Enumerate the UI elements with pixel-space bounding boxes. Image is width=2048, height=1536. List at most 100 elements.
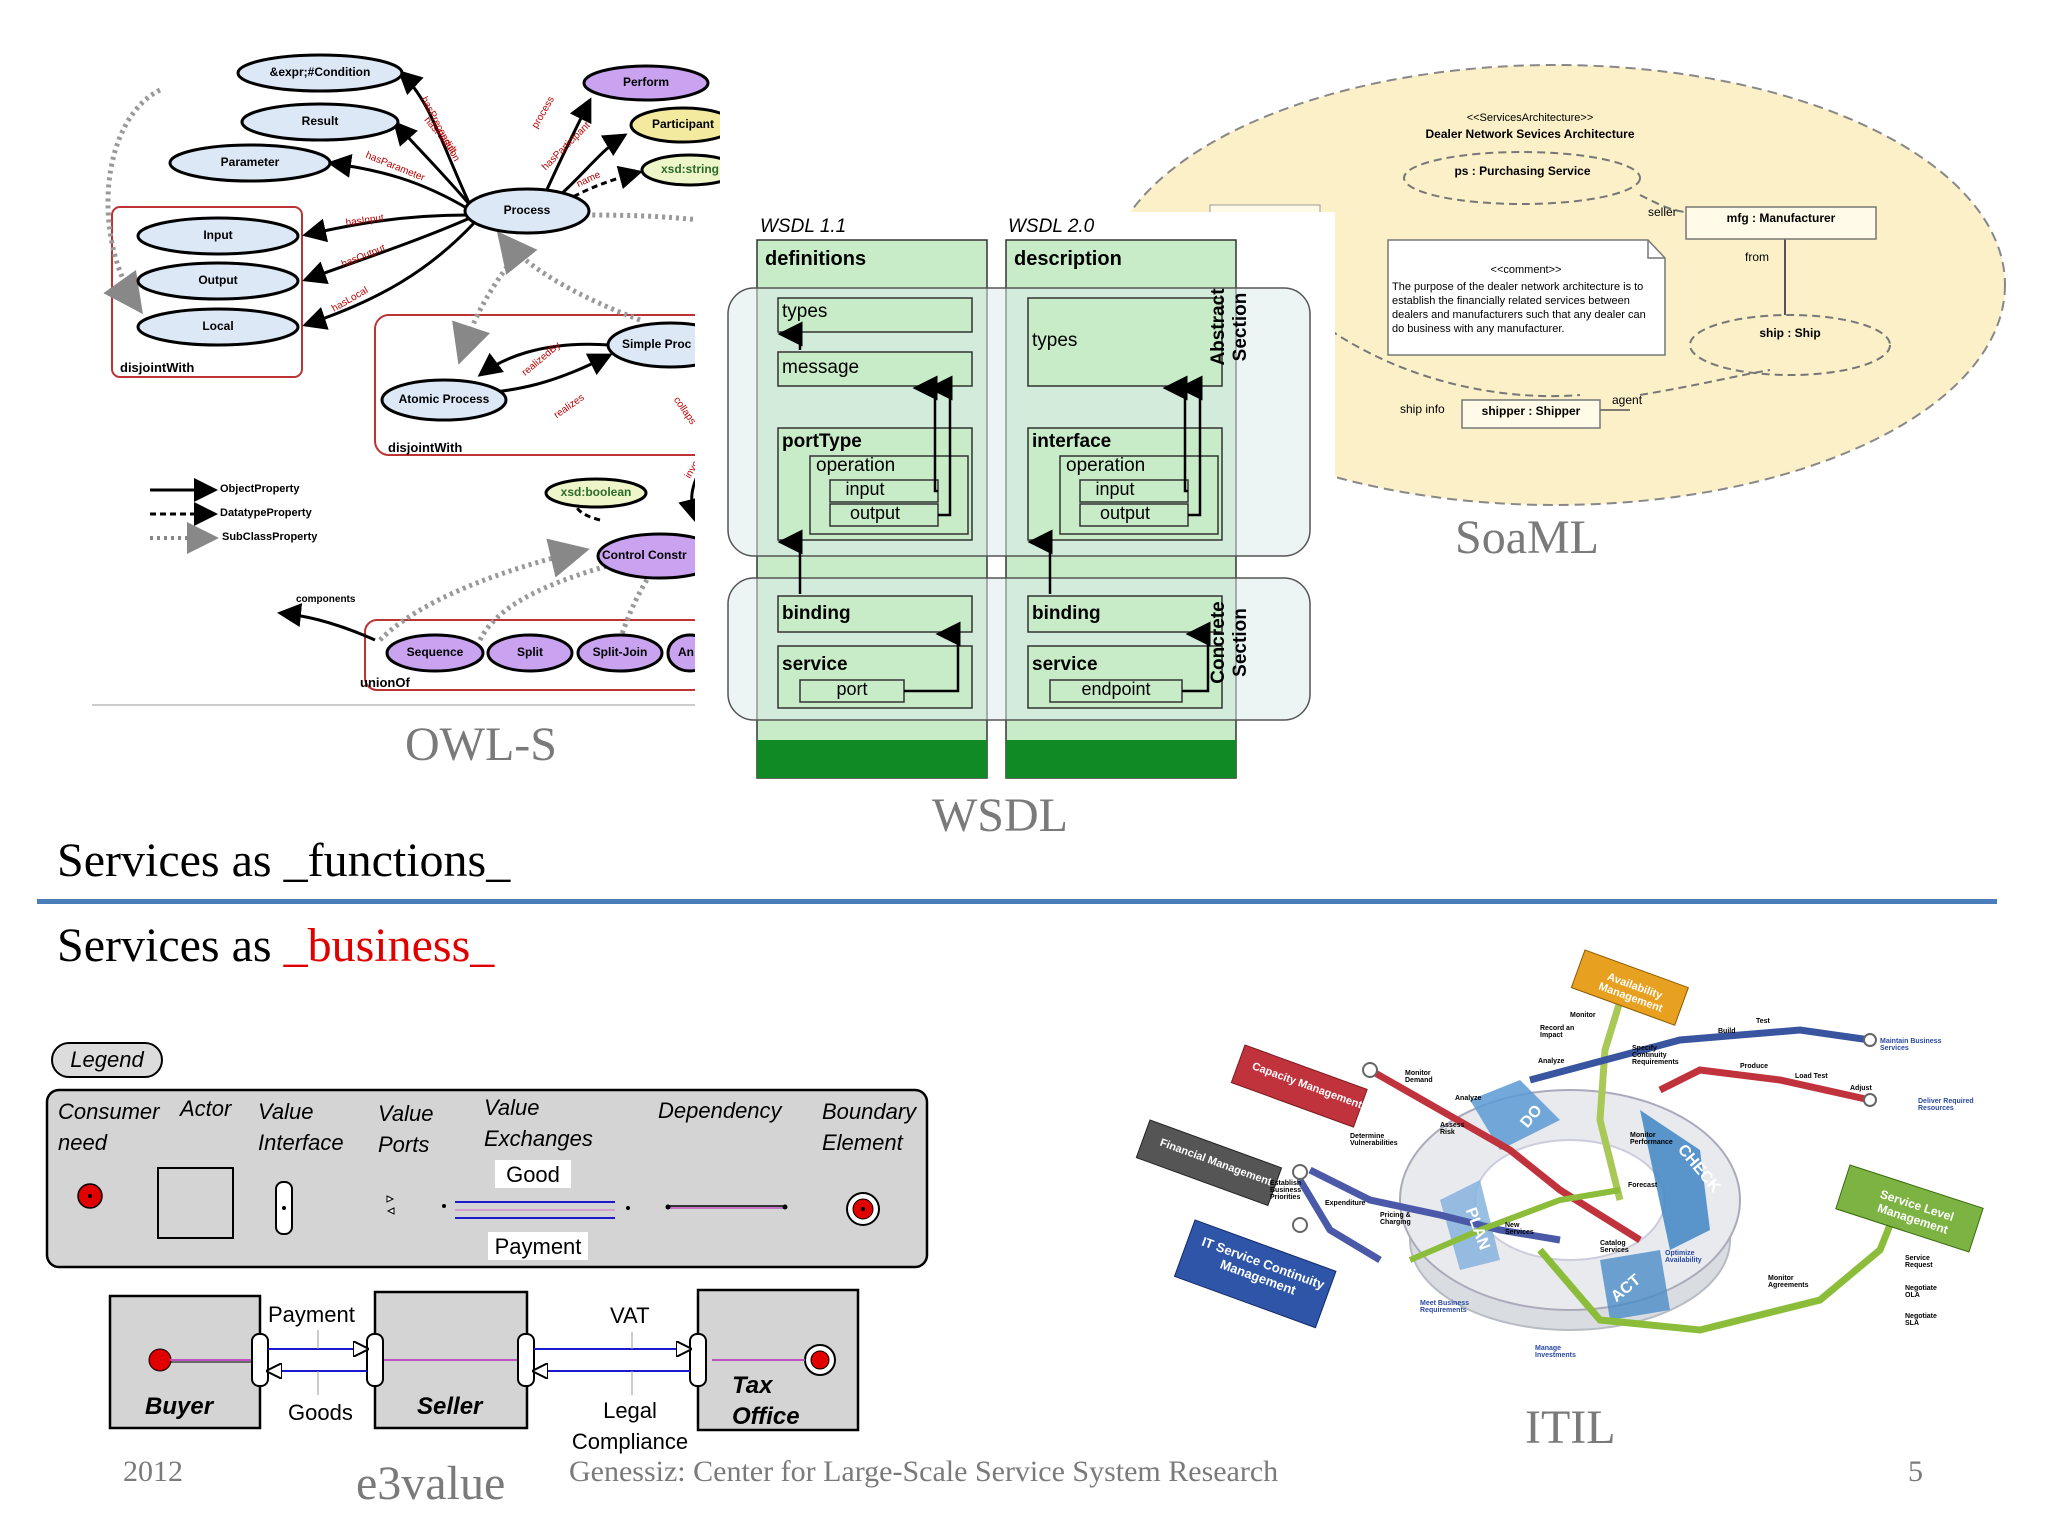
heading-business-prefix: Services as — [57, 919, 284, 972]
e3value-diagram — [45, 1042, 929, 1432]
itil-label-determine-vulnerabilities: Determine Vulnerabilities — [1350, 1133, 1398, 1147]
wsdl11-message: message — [782, 357, 860, 378]
owls-node-result: Result — [301, 114, 339, 128]
itil-label-build: Build — [1718, 1028, 1736, 1035]
e3value-exchange-vat: VAT — [610, 1303, 650, 1328]
owls-node-split: Split — [517, 645, 543, 659]
itil-label-monitor-performance: Monitor Performance — [1630, 1132, 1673, 1146]
wsdl20-types: types — [1032, 330, 1078, 351]
e3value-actor-tax-office: Tax Office — [732, 1372, 800, 1430]
owls-edge-components: components — [296, 594, 356, 605]
owls-legend-subclass-property: SubClassProperty — [222, 531, 318, 543]
owls-group-disjoint-1: disjointWith — [120, 360, 195, 375]
itil-label-service-request: Service Request — [1905, 1255, 1933, 1269]
owls-node-local: Local — [202, 319, 234, 333]
e3value-actor-seller: Seller — [417, 1393, 483, 1420]
owls-node-atomic-process: Atomic Process — [398, 392, 490, 406]
itil-label-analyze-2: Analyze — [1455, 1095, 1482, 1102]
e3value-payment: Payment — [494, 1234, 582, 1259]
footer-year: 2012 — [123, 1455, 183, 1488]
wsdl-description: description — [1014, 248, 1122, 270]
e3value-value-ports: Value Ports — [378, 1101, 434, 1157]
owls-node-xsd-string: xsd:string — [660, 162, 719, 176]
e3value-boundary-element: Boundary Element — [822, 1099, 917, 1155]
e3value-actor-buyer: Buyer — [145, 1393, 214, 1420]
owls-node-parameter: Parameter — [220, 155, 280, 169]
itil-label-assess-risk: Assess Risk — [1440, 1122, 1465, 1136]
itil-label-monitor: Monitor — [1570, 1012, 1596, 1019]
e3value-dependency: Dependency — [658, 1098, 782, 1123]
wsdl-version-11: WSDL 1.1 — [760, 216, 847, 237]
heading-business: Services as _business_ — [57, 918, 494, 973]
itil-label-establish-priorities: Establish Business Priorities — [1270, 1180, 1302, 1201]
itil-label-pricing-charging: Pricing & Charging — [1380, 1212, 1411, 1226]
footer-page-number: 5 — [1908, 1455, 1923, 1488]
e3value-consumer-need: Consumer need — [58, 1099, 160, 1155]
owls-node-control-construct: Control Constr — [602, 548, 687, 562]
wsdl20-service: service — [1032, 654, 1098, 675]
owls-node-sequence: Sequence — [406, 645, 464, 659]
caption-wsdl: WSDL — [932, 789, 1068, 842]
soaml-agent-label: agent — [1612, 393, 1643, 407]
wsdl-diagram — [727, 239, 1311, 779]
heading-business-word: _business_ — [283, 919, 495, 972]
soaml-seller-label: seller — [1648, 205, 1677, 219]
itil-label-analyze-1: Analyze — [1538, 1058, 1565, 1065]
owls-node-xsd-boolean: xsd:boolean — [560, 485, 632, 499]
e3value-good: Good — [506, 1162, 560, 1187]
itil-label-produce: Produce — [1740, 1063, 1769, 1070]
itil-label-adjust: Adjust — [1850, 1085, 1872, 1092]
owls-node-condition: &expr;#Condition — [269, 65, 371, 79]
itil-label-negotiate-sla: Negotiate SLA — [1905, 1313, 1937, 1327]
soaml-ship-info-label: ship info — [1400, 402, 1445, 416]
caption-itil: ITIL — [1525, 1401, 1616, 1454]
itil-label-expenditure: Expenditure — [1325, 1200, 1366, 1207]
itil-label-monitor-demand: Monitor Demand — [1405, 1070, 1433, 1084]
itil-label-negotiate-ola: Negotiate OLA — [1905, 1285, 1937, 1299]
wsdl20-binding: binding — [1032, 603, 1101, 624]
e3value-value-interface: Value Interface — [258, 1099, 344, 1155]
heading-functions: Services as _functions_ — [57, 833, 510, 888]
owls-node-process: Process — [503, 203, 551, 217]
e3value-value-exchanges: Value Exchanges — [484, 1095, 593, 1151]
wsdl20-operation: operation — [1066, 455, 1146, 476]
caption-soaml: SoaML — [1455, 511, 1599, 564]
wsdl20-input: input — [1095, 479, 1135, 499]
caption-e3value: e3value — [356, 1457, 506, 1510]
itil-diagram — [1135, 949, 1984, 1334]
soaml-ship: ship : Ship — [1759, 326, 1821, 340]
wsdl-definitions: definitions — [765, 248, 867, 270]
soaml-comment-text: The purpose of the dealer network archit… — [1392, 281, 1646, 335]
wsdl11-output: output — [849, 503, 901, 523]
wsdl11-operation: operation — [816, 455, 896, 476]
owls-legend-datatype-property: DatatypeProperty — [220, 507, 312, 519]
soaml-shipper: shipper : Shipper — [1481, 404, 1581, 418]
wsdl11-types: types — [782, 301, 828, 322]
owls-group-union-of: unionOf — [360, 675, 410, 690]
heading-functions-word: _functions_ — [283, 834, 511, 887]
wsdl11-input: input — [845, 479, 885, 499]
itil-label-deliver-resources: Deliver Required Resources — [1918, 1098, 1974, 1112]
owls-node-split-join: Split-Join — [592, 645, 648, 659]
itil-label-maintain-business: Maintain Business Services — [1880, 1038, 1942, 1052]
wsdl11-porttype: portType — [782, 431, 862, 452]
soaml-comment-stereotype: <<comment>> — [1490, 264, 1562, 276]
itil-label-forecast: Forecast — [1628, 1182, 1658, 1189]
owls-node-input: Input — [203, 228, 233, 242]
itil-label-new-services: New Services — [1505, 1222, 1534, 1236]
soaml-title: Dealer Network Sevices Architecture — [1425, 127, 1635, 141]
e3value-legend-title: Legend — [70, 1047, 144, 1072]
e3value-exchange-goods: Goods — [288, 1400, 353, 1425]
heading-functions-prefix: Services as — [57, 834, 284, 887]
itil-label-optimize-availability: Optimize Availability — [1665, 1250, 1702, 1264]
wsdl20-interface: interface — [1032, 431, 1112, 452]
divider-line — [37, 899, 1997, 904]
itil-label-manage-investments: Manage Investments — [1535, 1345, 1576, 1359]
wsdl11-port: port — [836, 679, 868, 699]
wsdl11-binding: binding — [782, 603, 851, 624]
wsdl20-endpoint: endpoint — [1081, 679, 1151, 699]
itil-label-load-test: Load Test — [1795, 1073, 1828, 1080]
itil-label-specify-continuity: Specify Continuity Requirements — [1632, 1045, 1679, 1066]
owls-legend-object-property: ObjectProperty — [220, 483, 300, 495]
wsdl-version-20: WSDL 2.0 — [1008, 216, 1095, 237]
